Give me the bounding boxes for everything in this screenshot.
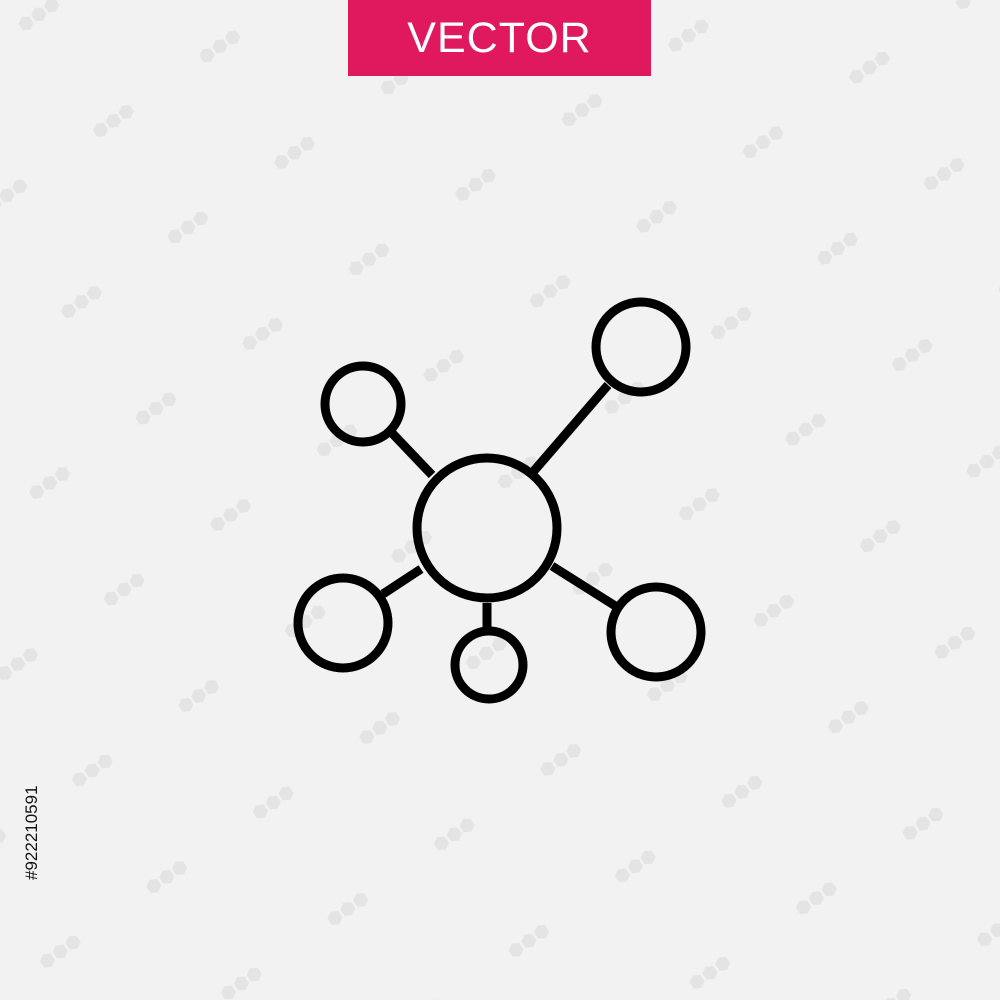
node-bottom-right [606,582,706,682]
node-top-right [591,297,691,397]
node-bottom-left [293,573,393,673]
connector-top-left [388,429,436,479]
hub-center-node [412,453,562,603]
node-bottom-center [450,626,528,704]
node-top-left [320,361,406,447]
vector-badge: VECTOR [348,0,651,76]
connector-top-right [529,382,612,475]
connector-bottom-left [380,565,424,598]
vector-badge-label: VECTOR [407,13,592,62]
connector-bottom-right [549,562,620,611]
